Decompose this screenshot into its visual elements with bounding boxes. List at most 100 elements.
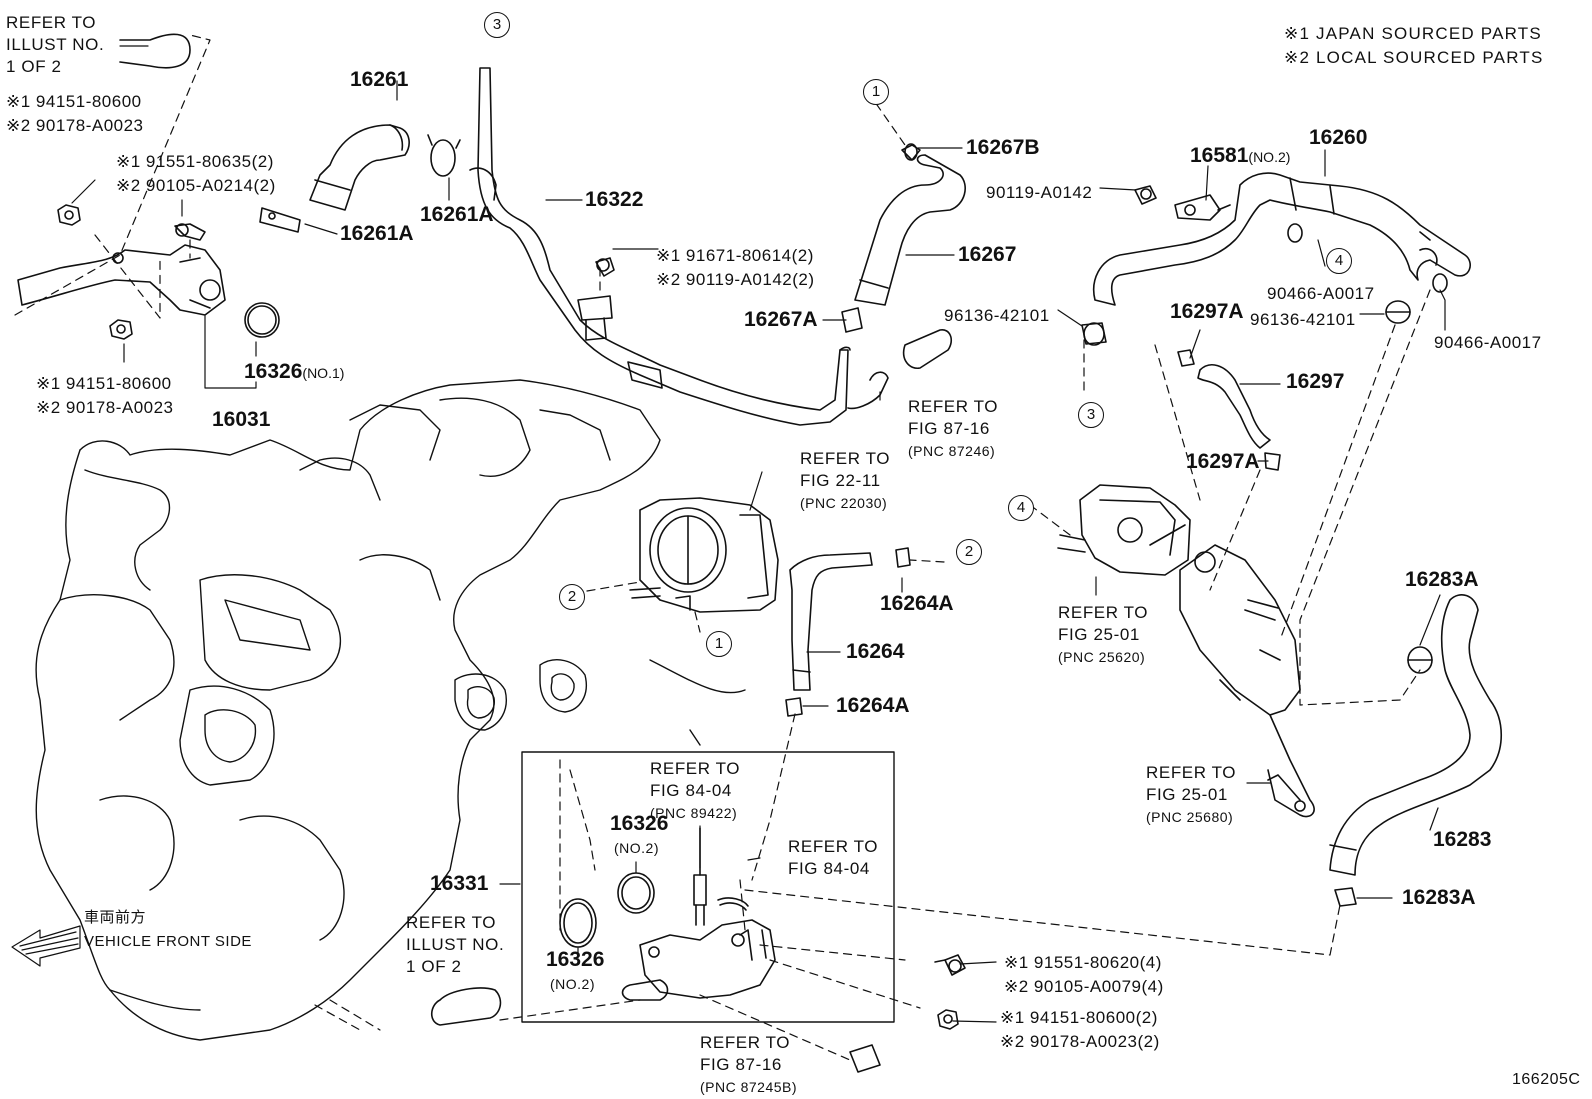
fastener-94151-80600-mid[interactable]: ※1 94151-80600 [36, 374, 172, 393]
refer-pnc: (PNC 87246) [908, 443, 996, 459]
callout-1-bottom[interactable]: 1 [706, 631, 732, 657]
callout-1-top[interactable]: 1 [863, 79, 889, 105]
bolt-91551-80620 [934, 954, 966, 976]
egr-valve-25620 [1057, 484, 1191, 576]
part-16260[interactable]: 16260 [1309, 126, 1368, 149]
refer-illust-1of2-bottom[interactable]: REFER TO ILLUST NO. 1 OF 2 [406, 912, 504, 978]
refer-line-2: FIG 84-04 [788, 859, 870, 878]
fastener-90178-A0023-2[interactable]: ※2 90178-A0023(2) [1000, 1032, 1160, 1051]
hose-16264 [789, 552, 873, 691]
fastener-90178-A0023-top[interactable]: ※2 90178-A0023 [6, 116, 144, 135]
bolt-91551-80635 [174, 223, 206, 241]
refer-line-1: REFER TO [788, 837, 879, 856]
part-16326-no1[interactable]: 16326(NO.1) [244, 361, 345, 383]
refer-pnc: (PNC 22030) [800, 495, 888, 511]
refer-fig-25-01-a[interactable]: REFER TO FIG 25-01 (PNC 25620) [1058, 602, 1148, 668]
egr-cooler-25680 [1179, 544, 1315, 818]
refer-line-1: REFER TO [650, 759, 741, 778]
part-16326-no2-lower-number: 16326 [546, 948, 605, 971]
part-16297A-mid[interactable]: 16297A [1186, 450, 1260, 473]
fastener-90105-A0214[interactable]: ※2 90105-A0214(2) [116, 176, 276, 195]
refer-line-1: REFER TO [406, 913, 497, 932]
part-16283[interactable]: 16283 [1433, 828, 1492, 851]
fastener-91551-80620[interactable]: ※1 91551-80620(4) [1004, 953, 1162, 972]
part-16264A-bottom[interactable]: 16264A [836, 694, 910, 717]
part-16331[interactable]: 16331 [430, 872, 489, 895]
fastener-90466-A0017-left[interactable]: 90466-A0017 [1267, 284, 1375, 303]
callout-3-right[interactable]: 3 [1078, 402, 1104, 428]
gasket-16326-no2-b [617, 872, 655, 914]
nut-94151-80600-2 [937, 1009, 959, 1030]
refer-fig-84-04-b[interactable]: REFER TO FIG 84-04 [788, 836, 878, 880]
gasket-16326-no2-c [559, 898, 597, 948]
refer-pnc: (PNC 25620) [1058, 649, 1146, 665]
clip-16283A-top [1407, 646, 1433, 674]
refer-line-1: REFER TO [908, 397, 999, 416]
part-16264[interactable]: 16264 [846, 640, 905, 663]
clip-90466-right [1432, 273, 1448, 293]
refer-fig-87-16-a[interactable]: REFER TO FIG 87-16 (PNC 87246) [908, 396, 998, 462]
part-16581-qualifier: (NO.2) [1248, 149, 1291, 165]
refer-fig-25-01-b[interactable]: REFER TO FIG 25-01 (PNC 25680) [1146, 762, 1236, 828]
clip-16297A-mid [1264, 452, 1281, 471]
part-16267B[interactable]: 16267B [966, 136, 1040, 159]
refer-fig-22-11[interactable]: REFER TO FIG 22-11 (PNC 22030) [800, 448, 890, 514]
refer-fig-84-04-a[interactable]: REFER TO FIG 84-04 (PNC 89422) [650, 758, 740, 824]
nut-94151-top [57, 204, 81, 226]
callout-2-left[interactable]: 2 [559, 584, 585, 610]
part-16322[interactable]: 16322 [585, 188, 644, 211]
diagram-id: 166205C [1512, 1071, 1581, 1088]
refer-illust-1of2-top[interactable]: REFER TO ILLUST NO. 1 OF 2 [6, 12, 104, 78]
refer-line-2: FIG 22-11 [800, 471, 881, 490]
part-16297[interactable]: 16297 [1286, 370, 1345, 393]
nut-94151-mid [109, 319, 133, 340]
refer-line-1: REFER TO [700, 1033, 791, 1052]
vehicle-front-en: VEHICLE FRONT SIDE [84, 933, 252, 950]
callout-4-right[interactable]: 4 [1326, 248, 1352, 274]
fastener-91671-80614[interactable]: ※1 91671-80614(2) [656, 246, 814, 265]
callout-3-top[interactable]: 3 [484, 12, 510, 38]
part-16267[interactable]: 16267 [958, 243, 1017, 266]
fastener-90178-A0023-mid[interactable]: ※2 90178-A0023 [36, 398, 174, 417]
legend-japan-sourced: ※1 JAPAN SOURCED PARTS [1284, 24, 1542, 43]
refer-fig-87-16-b[interactable]: REFER TO FIG 87-16 (PNC 87245B) [700, 1032, 797, 1098]
clip-16283A-bot [1334, 887, 1357, 907]
bracket-16581 [1174, 194, 1221, 221]
bolt-90119-A0142 [1134, 185, 1157, 205]
engine-block-outline [35, 379, 746, 1041]
fastener-91551-80635[interactable]: ※1 91551-80635(2) [116, 152, 274, 171]
refer-line-1: REFER TO [6, 13, 97, 32]
part-16297A-top[interactable]: 16297A [1170, 300, 1244, 323]
refer-line-2: FIG 84-04 [650, 781, 732, 800]
part-16267A[interactable]: 16267A [744, 308, 818, 331]
part-16581[interactable]: 16581(NO.2) [1190, 145, 1291, 167]
part-16283A-bottom[interactable]: 16283A [1402, 886, 1476, 909]
refer-line-2: FIG 87-16 [700, 1055, 782, 1074]
clip-16267A [841, 307, 863, 333]
part-16261A-left[interactable]: 16261A [340, 222, 414, 245]
fastener-90105-A0079[interactable]: ※2 90105-A0079(4) [1004, 977, 1164, 996]
part-16261[interactable]: 16261 [350, 68, 409, 91]
part-16326-no1-qualifier: (NO.1) [302, 365, 345, 381]
water-inlet-16331 [621, 919, 776, 1001]
fastener-96136-42101-left[interactable]: 96136-42101 [944, 306, 1050, 325]
pipe-16322 [469, 67, 889, 426]
fastener-96136-42101-right[interactable]: 96136-42101 [1250, 310, 1356, 329]
fastener-90119-A0142-2[interactable]: ※2 90119-A0142(2) [656, 270, 815, 289]
part-16326-no2-box[interactable]: 16326 [610, 812, 669, 835]
fastener-90466-A0017-right[interactable]: 90466-A0017 [1434, 333, 1542, 352]
part-16264A-top[interactable]: 16264A [880, 592, 954, 615]
part-16261A-top[interactable]: 16261A [420, 203, 494, 226]
refer-line-1: REFER TO [800, 449, 891, 468]
part-16326-no2-lower[interactable]: 16326 [546, 948, 605, 971]
bolt-91671-80614 [595, 257, 615, 277]
fastener-90119-A0142[interactable]: 90119-A0142 [986, 183, 1093, 202]
part-16031[interactable]: 16031 [212, 408, 271, 431]
fastener-94151-80600-top[interactable]: ※1 94151-80600 [6, 92, 142, 111]
part-16283A-top[interactable]: 16283A [1405, 568, 1479, 591]
callout-2-right[interactable]: 2 [956, 539, 982, 565]
part-16326-no2-box-number: 16326 [610, 812, 669, 835]
clip-16261A-left [259, 207, 301, 233]
fastener-94151-80600-2[interactable]: ※1 94151-80600(2) [1000, 1008, 1158, 1027]
callout-4-egr[interactable]: 4 [1008, 495, 1034, 521]
